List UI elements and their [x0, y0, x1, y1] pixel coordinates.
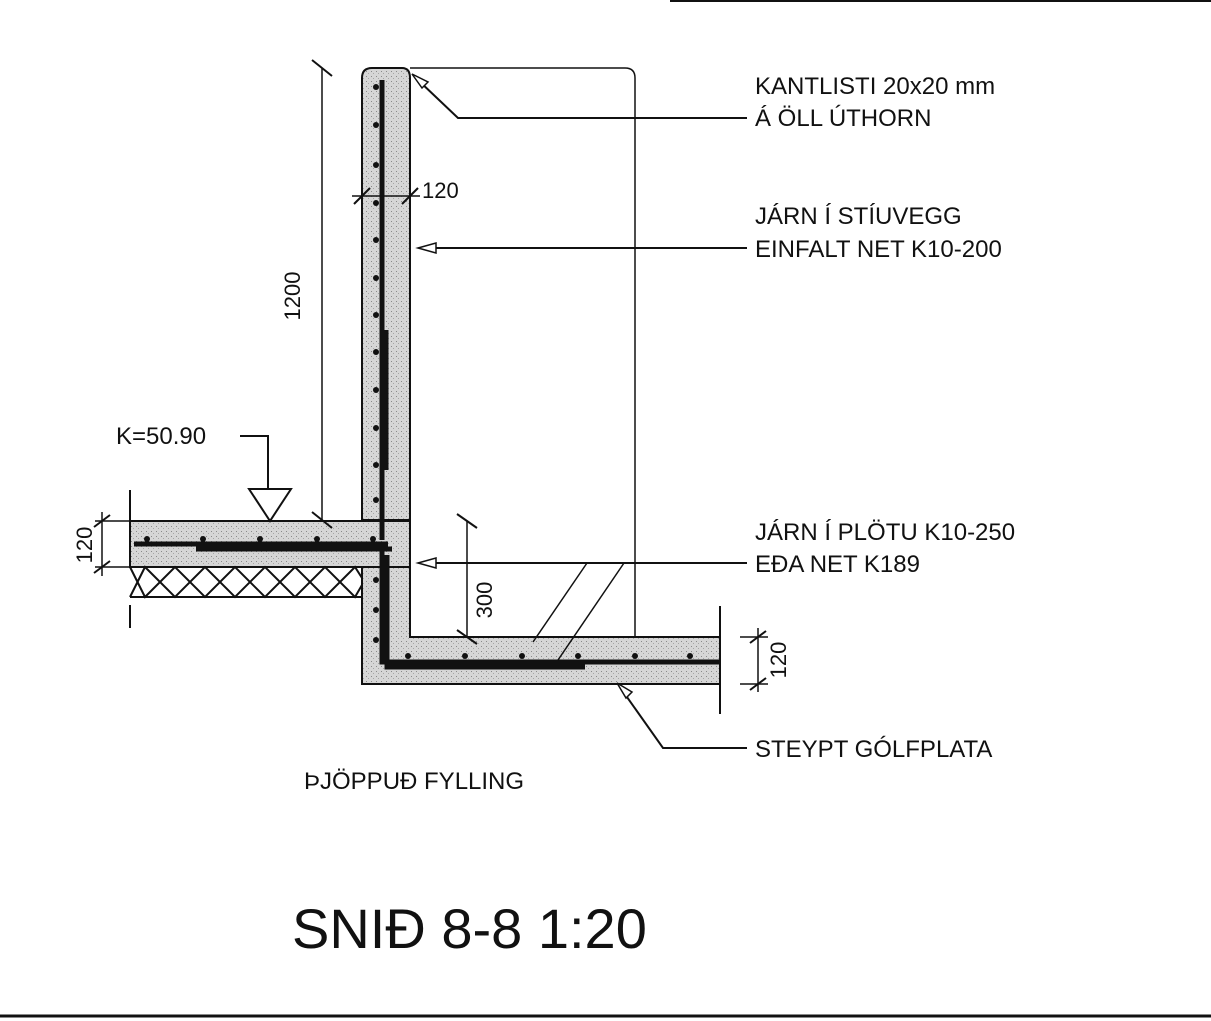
- retaining-wall: [361, 67, 411, 521]
- dimension-wall-height-label: 1200: [280, 272, 305, 321]
- dimension-left-slab-label: 120: [72, 527, 97, 564]
- section-title: SNIÐ 8-8 1:20: [292, 897, 647, 960]
- leader-slab-rebar: JÁRN Í PLÖTU K10-250 EÐA NET K189: [415, 519, 1015, 661]
- lower-rebar-lap: [384, 555, 585, 670]
- lower-rebar-l: [379, 550, 720, 665]
- dimension-right-slab-label: 120: [766, 642, 791, 679]
- floor-slab-label: STEYPT GÓLFPLATA: [755, 736, 992, 763]
- leader-kantlisti: KANTLISTI 20x20 mm Á ÖLL ÚTHORN: [411, 73, 995, 132]
- wall-rebar-line1: JÁRN Í STÍUVEGG: [755, 203, 962, 230]
- reinforcement: [134, 80, 720, 670]
- dimension-wall-thickness: 120: [352, 178, 459, 205]
- dimension-wall-thickness-label: 120: [422, 178, 459, 203]
- concrete-section: [129, 67, 721, 685]
- wall-rebar-line2: EINFALT NET K10-200: [755, 236, 1002, 263]
- outline-lines: [129, 67, 721, 714]
- fill-label: ÞJÖPPUÐ FYLLING: [304, 768, 524, 795]
- level-label: K=50.90: [116, 423, 206, 450]
- kantlisti-line1: KANTLISTI 20x20 mm: [755, 73, 995, 100]
- dimension-wall-height: 1200: [280, 59, 333, 529]
- dimension-step-label: 300: [472, 582, 497, 619]
- dimension-right-slab: 120: [740, 628, 791, 692]
- level-marker: K=50.90: [116, 423, 293, 523]
- rebar-dots: [144, 84, 693, 659]
- slab-rebar-line2: EÐA NET K189: [755, 551, 920, 578]
- level-triangle-icon: [247, 488, 293, 523]
- dimension-left-slab: 120: [72, 512, 130, 576]
- kantlisti-line2: Á ÖLL ÚTHORN: [755, 105, 931, 132]
- dimension-step: 300: [456, 513, 497, 645]
- compacted-fill-hatch: [129, 565, 363, 628]
- slab-rebar-line1: JÁRN Í PLÖTU K10-250: [755, 519, 1015, 546]
- leader-floor-slab: STEYPT GÓLFPLATA: [616, 682, 992, 763]
- leader-wall-rebar: JÁRN Í STÍUVEGG EINFALT NET K10-200: [415, 203, 1002, 263]
